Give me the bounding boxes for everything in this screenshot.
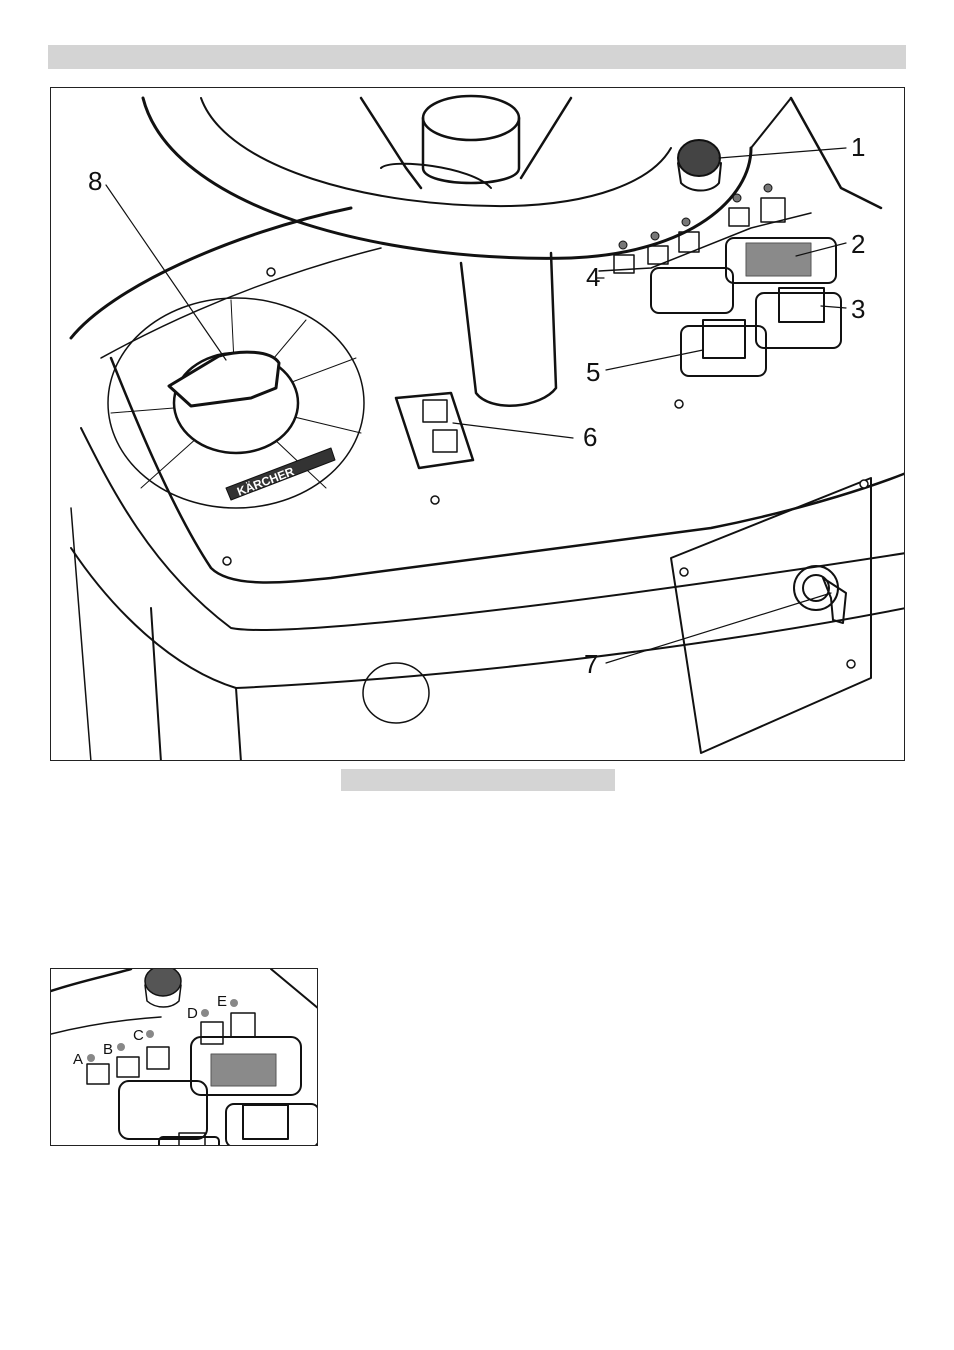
callout-2: 2 — [851, 229, 865, 259]
indicator-label-d: D — [187, 1005, 198, 1022]
callout-6: 6 — [583, 422, 597, 452]
control-panel-drawing: 1 2 3 4 5 6 7 8 KÄRCHER — [51, 88, 905, 761]
indicator-detail-drawing: A B C D E — [51, 969, 318, 1146]
indicator-label-e: E — [217, 993, 227, 1010]
control-panel-illustration: 1 2 3 4 5 6 7 8 KÄRCHER — [50, 87, 905, 761]
callout-5: 5 — [586, 357, 600, 387]
indicator-detail-illustration: A B C D E — [50, 968, 318, 1146]
indicator-label-c: C — [133, 1027, 144, 1044]
indicator-label-b: B — [103, 1041, 113, 1058]
indicator-label-a: A — [73, 1051, 83, 1068]
callout-8: 8 — [88, 166, 102, 196]
callout-1: 1 — [851, 132, 865, 162]
section-header-bar — [48, 45, 906, 69]
callout-7: 7 — [584, 649, 598, 679]
callout-3: 3 — [851, 294, 865, 324]
figure-caption-bar — [341, 769, 615, 791]
callout-4: 4 — [586, 262, 600, 292]
